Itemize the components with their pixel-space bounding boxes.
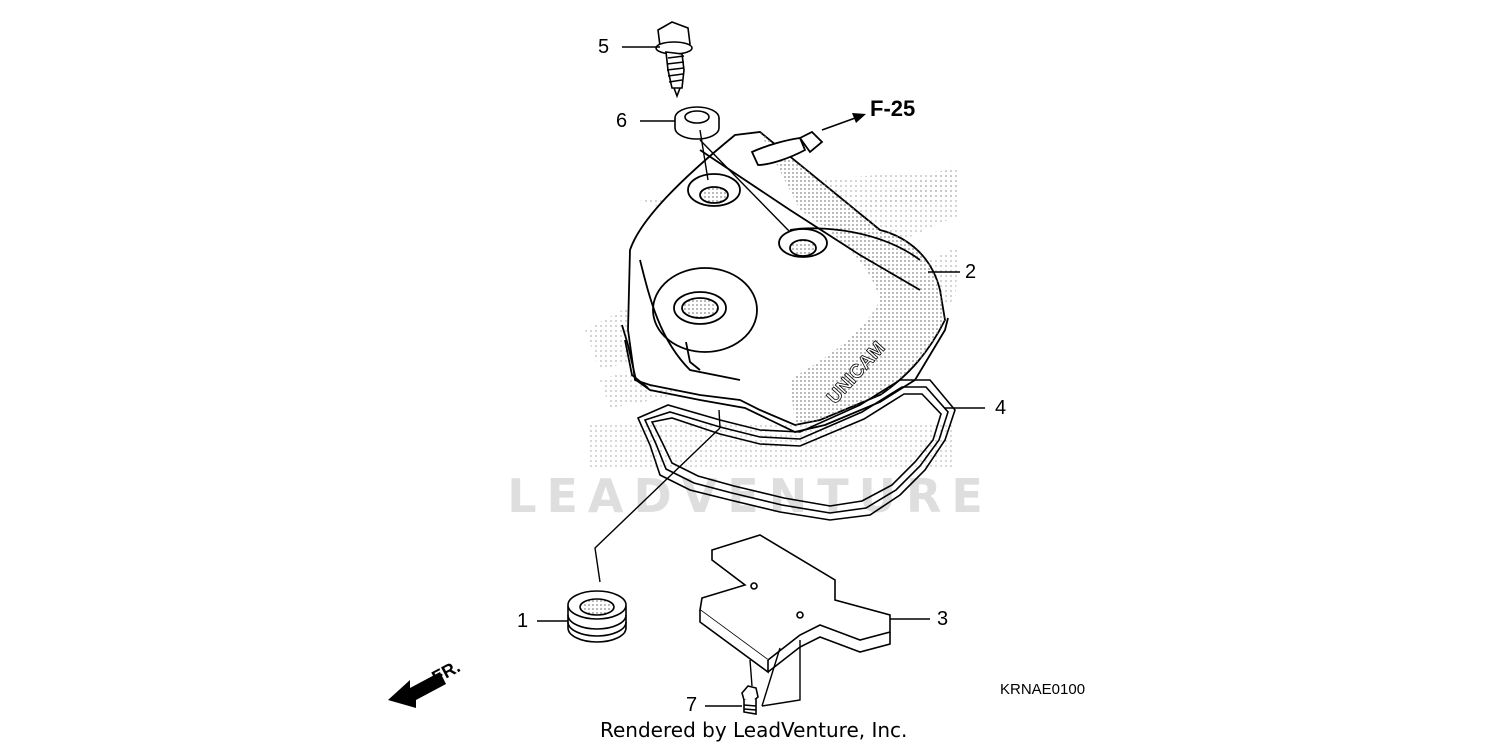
diagram-code: KRNAE0100 <box>1000 681 1086 698</box>
footer-credit: Rendered by LeadVenture, Inc. <box>600 718 908 742</box>
reference-arrow <box>821 113 866 131</box>
leadventure-watermark: LEADVENTURE <box>507 469 993 523</box>
cylinder-head-cover-part-2[interactable] <box>621 130 949 433</box>
callout-4[interactable]: 4 <box>995 397 1007 419</box>
front-arrow-icon <box>388 672 446 708</box>
washer-part-6[interactable] <box>674 106 720 140</box>
callout-7[interactable]: 7 <box>686 694 698 716</box>
callout-6[interactable]: 6 <box>616 110 628 132</box>
plate-part-3[interactable] <box>699 534 891 674</box>
gasket-part-4[interactable] <box>636 379 956 521</box>
callout-1[interactable]: 1 <box>517 610 529 632</box>
grommet-part-1[interactable] <box>567 590 627 643</box>
screw-part-7[interactable] <box>741 685 759 715</box>
callout-3[interactable]: 3 <box>937 608 949 630</box>
reference-label[interactable]: F-25 <box>870 96 916 121</box>
callout-2[interactable]: 2 <box>965 261 977 283</box>
leader-lines <box>537 46 985 707</box>
callout-5[interactable]: 5 <box>598 36 610 58</box>
bolt-part-5[interactable] <box>655 21 693 99</box>
